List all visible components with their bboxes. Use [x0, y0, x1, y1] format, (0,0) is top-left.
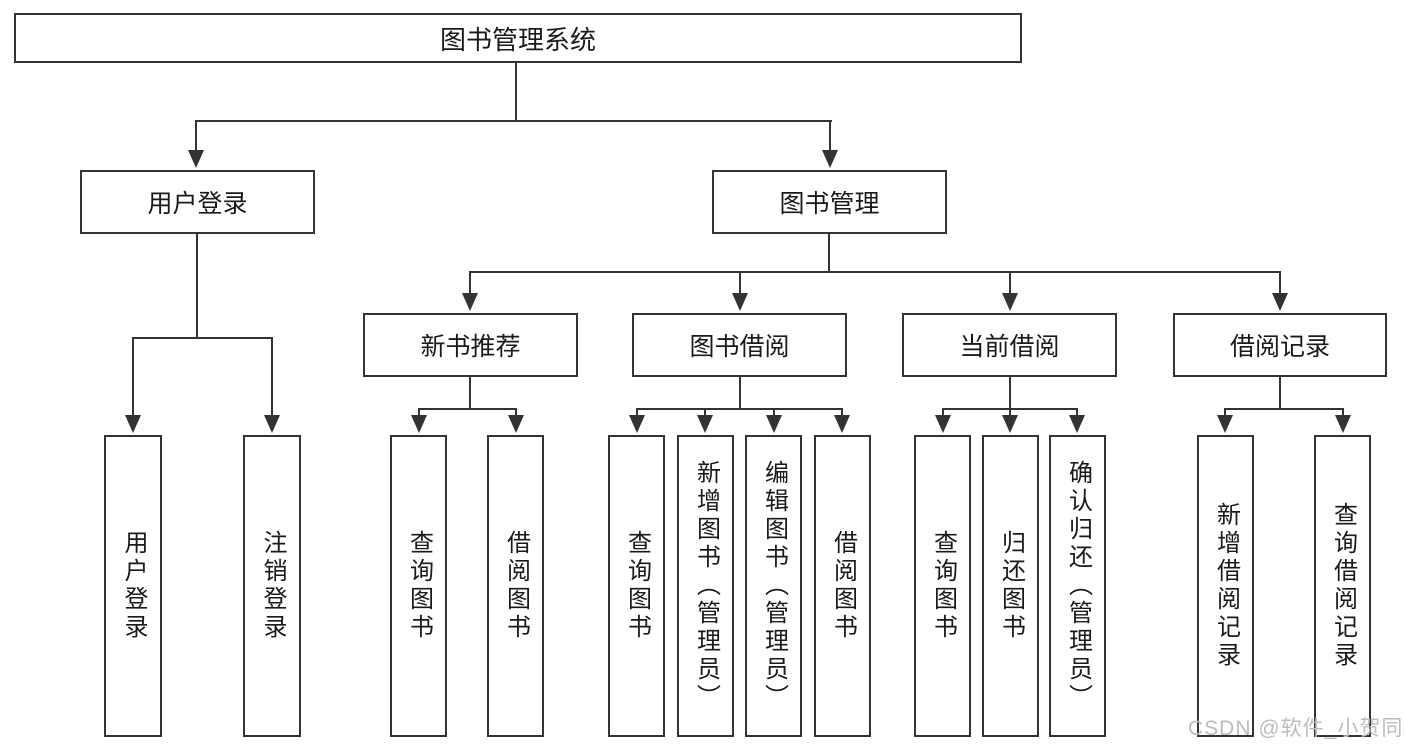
arrowhead-records-add [1217, 415, 1233, 433]
node-borrow-records: 借阅记录 [1173, 313, 1387, 377]
leaf-currentborrow-return-label: 归还图书 [997, 530, 1025, 642]
connector-bookborrow-drop-2 [704, 408, 706, 418]
leaf-logout-label: 注销登录 [259, 530, 286, 642]
leaf-records-query: 查询借阅记录 [1314, 435, 1371, 737]
connector-bookmgmt-stem [828, 234, 830, 273]
connector-userlogin-bar [132, 337, 273, 339]
arrowhead-records-query [1335, 415, 1351, 433]
node-book-borrow: 图书借阅 [632, 313, 847, 377]
arrowhead-current-borrow [1002, 293, 1018, 311]
connector-newbook-drop-1 [418, 408, 420, 418]
leaf-user-login: 用户登录 [104, 435, 162, 737]
connector-currentborrow-drop-3 [1076, 408, 1078, 418]
arrowhead-newbook-query [411, 415, 427, 433]
arrowhead-currentborrow-confirm [1069, 415, 1085, 433]
arrowhead-bookborrow-query [629, 415, 645, 433]
arrowhead-currentborrow-return [1002, 415, 1018, 433]
connector-currentborrow-drop-2 [1009, 408, 1011, 418]
connector-records-drop-1 [1224, 408, 1226, 418]
leaf-currentborrow-return: 归还图书 [982, 435, 1039, 737]
connector-bookborrow-drop-1 [636, 408, 638, 418]
connector-root-drop-left [195, 120, 197, 152]
connector-bookborrow-bar [636, 408, 843, 410]
connector-bookborrow-drop-4 [841, 408, 843, 418]
leaf-bookborrow-query-label: 查询图书 [623, 530, 651, 642]
connector-newbook-drop-2 [515, 408, 517, 418]
connector-bookmgmt-bar [469, 271, 1281, 273]
arrowhead-book-mgmt [822, 150, 838, 168]
connector-root-bar [196, 120, 832, 122]
connector-bookmgmt-drop-4 [1279, 271, 1281, 295]
arrowhead-newbook-borrow [508, 415, 524, 433]
connector-bookborrow-stem [739, 377, 741, 410]
connector-newbook-stem [469, 377, 471, 410]
arrowhead-book-borrow [732, 293, 748, 311]
arrowhead-bookborrow-borrow [834, 415, 850, 433]
leaf-bookborrow-edit-admin: 编辑图书（管理员） [745, 435, 802, 737]
connector-bookmgmt-drop-3 [1009, 271, 1011, 295]
leaf-bookborrow-add-admin: 新增图书（管理员） [677, 435, 734, 737]
leaf-records-add-label: 新增借阅记录 [1212, 502, 1240, 670]
leaf-user-login-label: 用户登录 [120, 530, 147, 642]
node-user-login: 用户登录 [80, 170, 315, 234]
arrowhead-user-login [188, 150, 204, 168]
arrowhead-bookborrow-add [697, 415, 713, 433]
leaf-currentborrow-query-label: 查询图书 [929, 530, 957, 642]
connector-records-bar [1224, 408, 1344, 410]
leaf-newbook-borrow-label: 借阅图书 [502, 530, 530, 642]
leaf-records-add: 新增借阅记录 [1197, 435, 1254, 737]
leaf-bookborrow-borrow-label: 借阅图书 [829, 530, 857, 642]
connector-bookmgmt-drop-1 [469, 271, 471, 295]
leaf-newbook-query: 查询图书 [390, 435, 447, 737]
connector-newbook-bar [418, 408, 517, 410]
leaf-bookborrow-add-admin-label: 新增图书（管理员） [692, 460, 720, 712]
connector-root-stem [515, 63, 517, 121]
arrowhead-bookborrow-edit [766, 415, 782, 433]
connector-records-stem [1279, 377, 1281, 410]
connector-records-drop-2 [1342, 408, 1344, 418]
leaf-newbook-query-label: 查询图书 [405, 530, 433, 642]
arrowhead-new-book-rec [462, 293, 478, 311]
leaf-currentborrow-confirm-admin-label: 确认归还（管理员） [1064, 460, 1092, 712]
leaf-bookborrow-borrow: 借阅图书 [814, 435, 871, 737]
leaf-currentborrow-query: 查询图书 [914, 435, 971, 737]
arrowhead-leaf-logout [264, 415, 280, 433]
leaf-records-query-label: 查询借阅记录 [1329, 502, 1357, 670]
connector-bookborrow-drop-3 [773, 408, 775, 418]
leaf-bookborrow-edit-admin-label: 编辑图书（管理员） [760, 460, 788, 712]
connector-root-drop-right [829, 120, 831, 152]
leaf-currentborrow-confirm-admin: 确认归还（管理员） [1049, 435, 1106, 737]
leaf-logout: 注销登录 [243, 435, 301, 737]
node-new-book-rec: 新书推荐 [363, 313, 578, 377]
arrowhead-currentborrow-query [935, 415, 951, 433]
leaf-newbook-borrow: 借阅图书 [487, 435, 544, 737]
leaf-bookborrow-query: 查询图书 [608, 435, 665, 737]
connector-userlogin-stem [196, 234, 198, 339]
connector-currentborrow-drop-1 [942, 408, 944, 418]
csdn-watermark: CSDN @软件_小贺同学 [1188, 717, 1405, 740]
node-root: 图书管理系统 [14, 13, 1022, 63]
node-book-mgmt: 图书管理 [712, 170, 947, 234]
connector-bookmgmt-drop-2 [739, 271, 741, 295]
node-current-borrow: 当前借阅 [902, 313, 1117, 377]
arrowhead-borrow-records [1272, 293, 1288, 311]
connector-currentborrow-stem [1009, 377, 1011, 410]
connector-userlogin-drop-2 [271, 337, 273, 417]
arrowhead-leaf-user-login [125, 415, 141, 433]
connector-userlogin-drop-1 [132, 337, 134, 417]
